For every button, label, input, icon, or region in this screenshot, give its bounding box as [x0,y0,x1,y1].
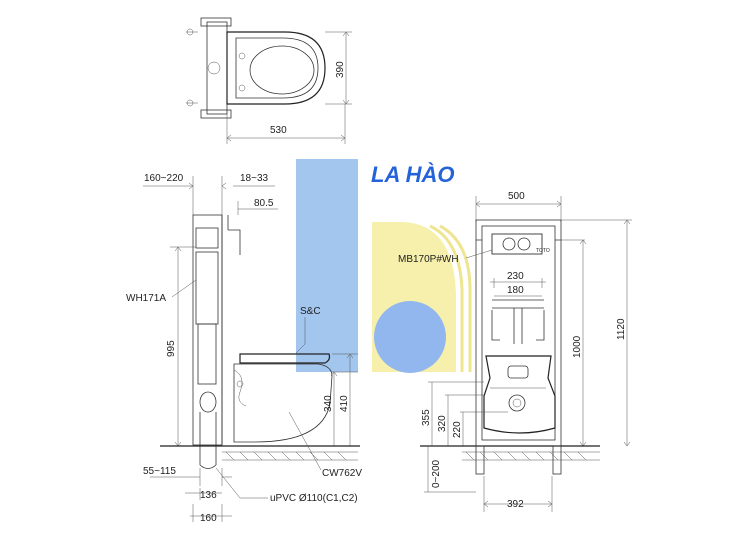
dim-front-floor-range: 0~200 [431,459,442,488]
label-pipe: uPVC Ø110(C1,C2) [270,493,358,504]
watermark-brand-text: LA HÀO [371,162,455,187]
side-view: 160~220 18~33 80.5 WH171A 995 S&C 340 41… [126,173,362,524]
dim-side-height: 995 [166,340,177,357]
watermark-yellow-stripes [429,224,472,372]
dim-front-180: 180 [507,285,524,296]
label-flush-plate: MB170P#WH [398,254,459,265]
dim-front-220: 220 [452,421,463,438]
top-view: 390 530 [186,17,352,144]
dim-front-230: 230 [507,271,524,282]
dim-side-top-right: 18~33 [240,173,269,184]
label-tank: WH171A [126,293,166,304]
dim-front-height-total: 1120 [616,318,627,340]
dim-side-offset: 80.5 [254,198,274,209]
watermark-logo: LA HÀO [296,159,472,373]
dim-side-bottom-left: 55~115 [143,466,176,477]
dim-front-355: 355 [421,409,432,426]
watermark-circle [374,301,446,373]
floor-hatch [222,451,358,461]
dim-front-320: 320 [437,415,448,432]
label-plate-brand: TOTO [536,248,550,254]
dim-side-pipe-base: 160 [200,513,217,524]
dim-side-bowl-b: 410 [339,395,350,412]
dim-side-top-left: 160~220 [144,173,184,184]
dim-top-depth: 390 [335,61,346,78]
front-view: 500 TOTO MB170P#WH 230 180 1000 112 [398,191,632,512]
label-seat: S&C [300,306,321,317]
dim-front-height-frame: 1000 [572,335,583,358]
dim-front-bottom-width: 392 [507,499,524,510]
label-bowl: CW762V [322,468,362,479]
watermark-blue-bar [296,159,358,372]
dim-side-pipe-small: 136 [200,490,217,501]
flush-plate [491,233,543,255]
dim-front-width-top: 500 [508,191,525,202]
dim-side-bowl-a: 340 [323,395,334,412]
dim-top-width: 530 [270,125,287,136]
